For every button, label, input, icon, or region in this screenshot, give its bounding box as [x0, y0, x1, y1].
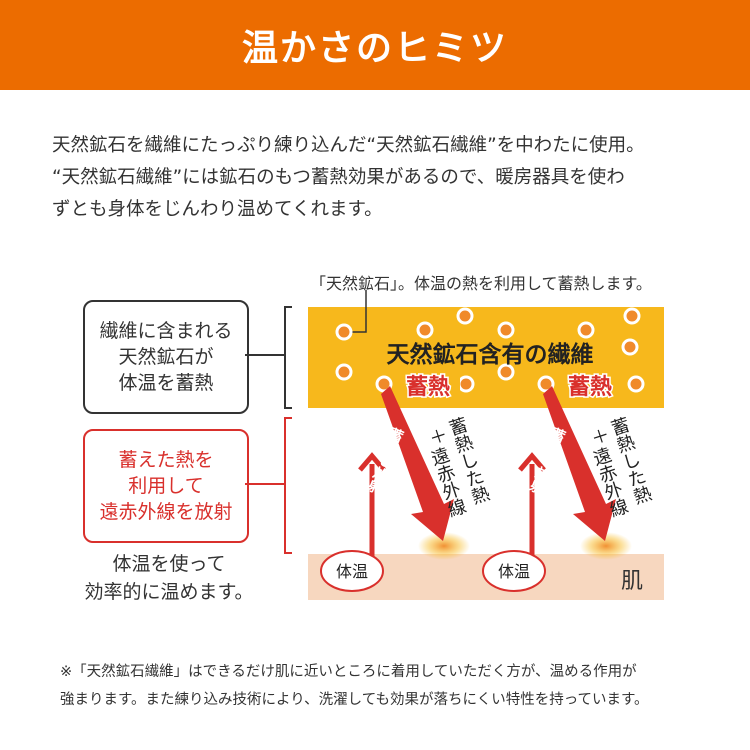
box-emits-far-infrared-text: 蓄えた熱を 利用して 遠赤外線を放射 [99, 449, 233, 523]
intro-text: 天然鉱石を繊維にたっぷり練り込んだ“天然鉱石繊維”を中わたに使用。 “天然鉱石繊… [52, 130, 712, 226]
footnote-line: 強まります。また練り込み技術により、洗濯しても効果が落ちにくい特性を持っています… [60, 692, 649, 708]
intro-line: “天然鉱石繊維”には鉱石のもつ蓄熱効果があるので、暖房器具を使わ [52, 167, 625, 188]
box-emits-far-infrared: 蓄えた熱を 利用して 遠赤外線を放射 [83, 429, 249, 543]
header-banner: 温かさのヒミツ [0, 0, 750, 90]
mineral-dot [497, 363, 515, 381]
mineral-dot [416, 321, 434, 339]
body-temp-badge [320, 550, 384, 592]
body-temp-badge [482, 550, 546, 592]
body-temp-label: 体温 [336, 562, 368, 581]
page-title: 温かさのヒミツ [241, 28, 508, 69]
footnote-line: ※「天然鉱石繊維」はできるだけ肌に近いところに着用していただく方が、温める作用が [60, 664, 637, 680]
intro-line: ずとも身体をじんわり温めてくれます。 [52, 199, 383, 220]
mineral-dot [335, 363, 353, 381]
mineral-dot [577, 321, 595, 339]
footnote: ※「天然鉱石繊維」はできるだけ肌に近いところに着用していただく方が、温める作用が… [60, 658, 720, 714]
mineral-dot [537, 375, 555, 393]
bracket-top [284, 306, 292, 409]
mineral-dot [456, 307, 474, 325]
plus-sign: ＋ [586, 425, 612, 449]
stored-label-2: 蓄熱 [568, 374, 612, 400]
note-body-heat: 体温を使って 効率的に温めます。 [84, 553, 254, 603]
mineral-dot [457, 375, 475, 393]
plus-sign: ＋ [424, 425, 450, 449]
mineral-dot [375, 375, 393, 393]
stored-label-bg-2 [558, 371, 622, 399]
mineral-dot [627, 375, 645, 393]
mineral-dots [335, 307, 645, 393]
mineral-dot [335, 323, 353, 341]
emit-arrow-body [543, 386, 616, 541]
upward-arrow-head [358, 452, 386, 472]
mineral-dot [497, 321, 515, 339]
body-temp-label: 体温 [498, 562, 530, 581]
fiber-band-label: 天然鉱石含有の繊維 [387, 341, 594, 368]
upward-arrow-head [518, 452, 546, 472]
stored-label-1: 蓄熱 [406, 374, 450, 400]
heat-diagram: 天然鉱石含有の繊維 蓄熱 蓄熱 蓄熱し放射 蓄熱し放射 蓄熱した熱 ＋ 遠赤外線… [245, 290, 664, 600]
callout-text: 「天然鉱石」。体温の熱を利用して蓄熱します。 [310, 274, 652, 293]
bracket-bottom [284, 417, 292, 554]
heat-glow [580, 532, 632, 560]
box-stores-heat: 繊維に含まれる 天然鉱石が 体温を蓄熱 [83, 300, 249, 414]
mineral-dot [623, 307, 641, 325]
stored-label-bg-1 [396, 371, 460, 399]
heat-glow [418, 532, 470, 560]
emit-arrow-body [381, 386, 454, 541]
skin-label: 肌 [621, 569, 643, 594]
emit-label: 蓄熱し放射 [526, 424, 569, 497]
intro-line: 天然鉱石を繊維にたっぷり練り込んだ“天然鉱石繊維”を中わたに使用。 [52, 135, 645, 156]
callout-leader [348, 290, 367, 333]
box-stores-heat-text: 繊維に含まれる 天然鉱石が 体温を蓄熱 [99, 320, 233, 394]
mineral-dot [621, 338, 639, 356]
